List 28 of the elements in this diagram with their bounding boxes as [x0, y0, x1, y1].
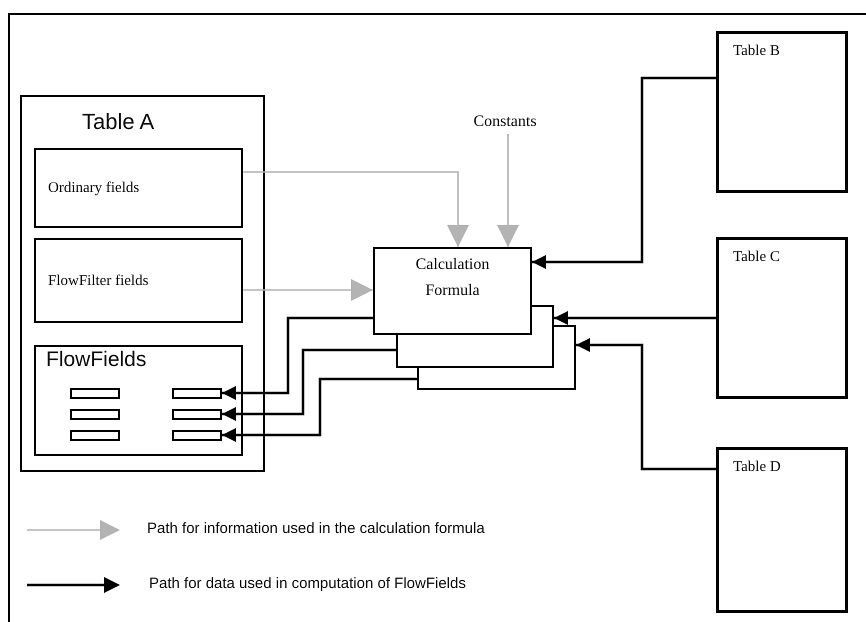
- connector-arrow: [243, 171, 469, 247]
- field-bar: [70, 409, 120, 420]
- connector-arrow: [222, 316, 373, 400]
- legend-text: Path for data used in computation of FlowFields: [149, 575, 466, 592]
- field-bar: [70, 388, 120, 399]
- field-bar: [172, 388, 222, 399]
- input-label: Constants: [473, 112, 537, 132]
- connector-arrow: [554, 311, 716, 325]
- formula-box: Calculation Formula: [373, 247, 532, 335]
- field-bar: [172, 430, 222, 441]
- heading: Table A: [82, 109, 154, 136]
- table-box: [20, 95, 265, 472]
- table-box: Table D: [716, 447, 848, 613]
- connector-arrow: [222, 378, 417, 442]
- legend-text: Path for information used in the calculation formula: [147, 520, 485, 537]
- field-group-box: Ordinary fields: [34, 148, 243, 228]
- field-bar: [70, 430, 120, 441]
- heading: FlowFields: [46, 347, 146, 372]
- table-box: Table C: [716, 237, 848, 399]
- connector-arrow: [497, 134, 519, 247]
- connector-arrow: [532, 76, 716, 269]
- connector-arrow: [243, 279, 373, 301]
- connector-arrow: [576, 338, 716, 470]
- connector-arrow: [222, 348, 396, 421]
- table-box: Table B: [716, 31, 848, 193]
- field-group-box: [34, 345, 243, 456]
- field-bar: [172, 409, 222, 420]
- field-group-box: FlowFilter fields: [34, 238, 243, 323]
